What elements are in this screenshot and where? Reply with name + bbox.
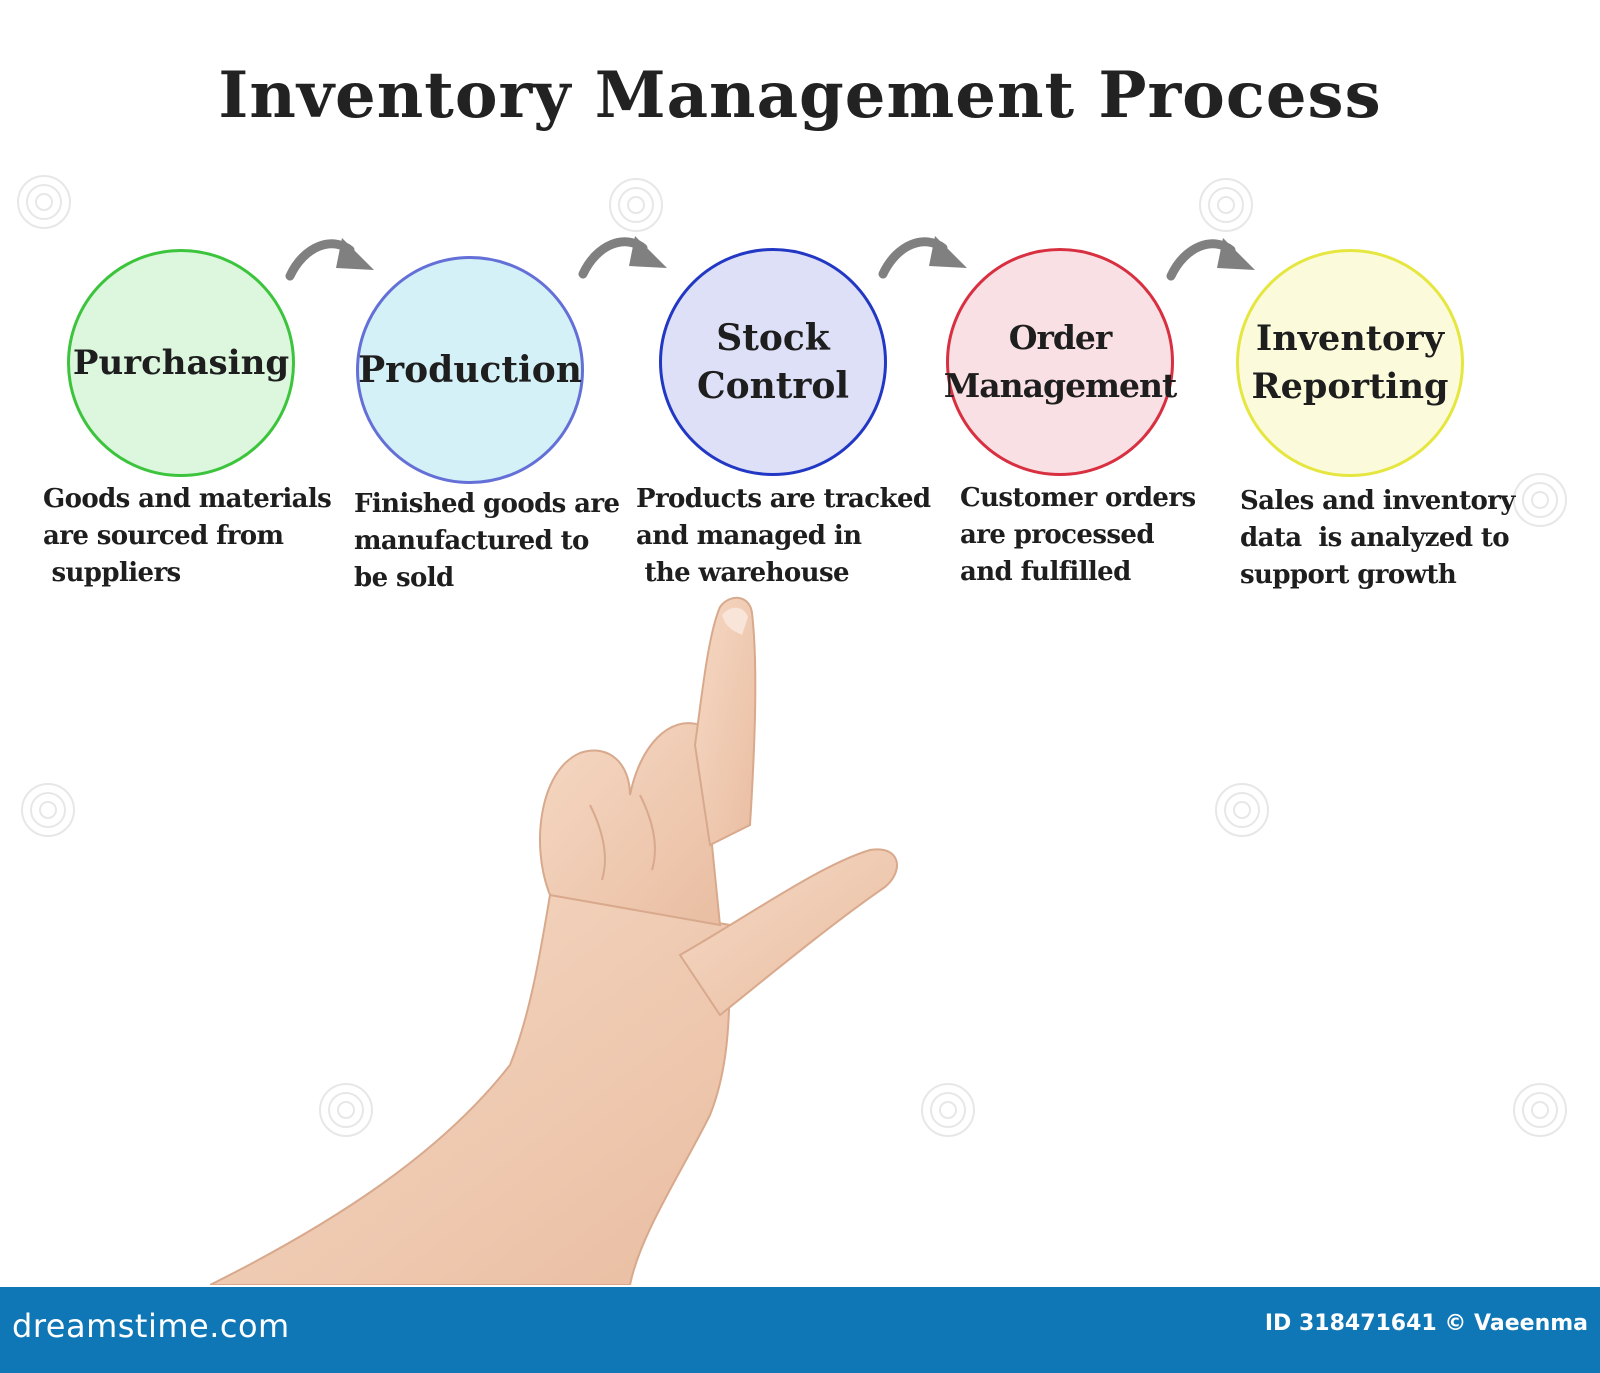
watermark-logo-icon bbox=[1513, 473, 1567, 527]
step-circle-purchasing: Purchasing bbox=[67, 249, 295, 477]
footer-credit: ID 318471641 © Vaeenma bbox=[1264, 1311, 1588, 1336]
step-description: Sales and inventory data is analyzed to … bbox=[1240, 486, 1515, 590]
watermark-logo-icon bbox=[1513, 1083, 1567, 1137]
step-title: Stock Control bbox=[696, 317, 850, 407]
diagram-title: Inventory Management Process bbox=[218, 58, 1382, 133]
step-description: Products are tracked and managed in the … bbox=[636, 484, 931, 588]
curved-arrow-icon bbox=[1166, 238, 1255, 281]
watermark-logo-icon bbox=[319, 1083, 373, 1137]
watermark-logo-icon bbox=[609, 178, 663, 232]
step-description: Customer orders are processed and fulfil… bbox=[960, 483, 1196, 587]
watermark-logo-icon bbox=[1199, 178, 1253, 232]
step-description: Goods and materials are sourced from sup… bbox=[43, 484, 332, 588]
curved-arrow-icon bbox=[285, 238, 374, 281]
step-circle-production: Production bbox=[356, 256, 584, 484]
watermark-logo-icon bbox=[921, 1083, 975, 1137]
step-circle-stock-control: Stock Control bbox=[659, 248, 887, 476]
footer-bar: dreamstime.com ID 318471641 © Vaeenma bbox=[0, 1287, 1600, 1373]
step-circle-order-management: Order Management bbox=[943, 248, 1178, 476]
step-description: Finished goods are manufactured to be so… bbox=[354, 489, 620, 593]
watermark-logo-icon bbox=[21, 783, 75, 837]
step-title: Production bbox=[358, 349, 582, 391]
step-title: Order Management bbox=[943, 318, 1178, 405]
step-circle-inventory-reporting: Inventory Reporting bbox=[1236, 249, 1464, 477]
footer-logo: dreamstime.com bbox=[12, 1307, 290, 1345]
watermark-logo-icon bbox=[17, 175, 71, 229]
step-title: Inventory Reporting bbox=[1251, 318, 1449, 407]
curved-arrow-icon bbox=[878, 236, 967, 279]
step-title: Purchasing bbox=[72, 343, 290, 383]
pointing-hand-image bbox=[210, 597, 898, 1285]
watermark-logo-icon bbox=[1215, 783, 1269, 837]
curved-arrow-icon bbox=[578, 236, 667, 279]
